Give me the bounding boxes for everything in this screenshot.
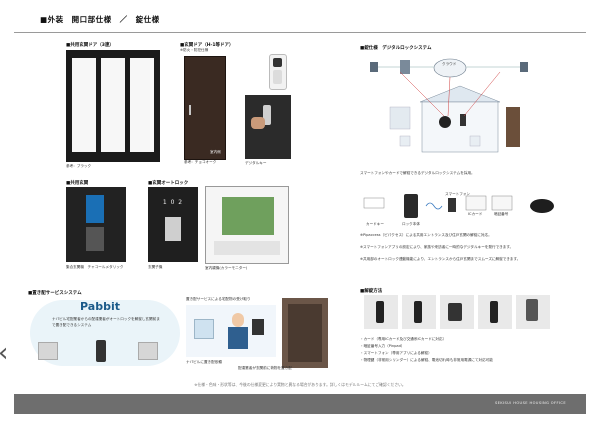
lock-system-label: ■錠仕様 デジタルロックシステム <box>360 46 432 51</box>
monitor-image <box>205 186 289 264</box>
lock-note-1: ※Pipaccess（ピパクセス）による共用エントランス及び住戸玄関の解錠に対応… <box>360 233 492 237</box>
unlock-photo-card <box>364 295 398 329</box>
intercom-caption: 集合玄関機 チャコールメタリック <box>66 265 124 269</box>
key-pin: 暗証番号 <box>494 212 509 216</box>
entrance-door-image <box>66 50 160 162</box>
monitor-caption: 室内親機(カラーモニター) <box>205 266 248 270</box>
delivery-caption-left: ナバビルに置き配依頼 <box>186 360 222 364</box>
cloud-label: クラウド <box>442 62 457 66</box>
unit-door-sublabel: ※防火・防犯仕様 <box>180 48 209 52</box>
unlock-bullet-4: ・物理鍵（非常用シリンダー）による解錠、電池切れ時も非常用電源にて対応可能 <box>360 358 493 362</box>
auto-lock-caption: 玄関子機 <box>148 265 163 269</box>
title-divider <box>14 32 586 33</box>
entrance-door-caption: 参考：ブラック <box>66 164 92 168</box>
unlock-photo-smartphone <box>516 295 550 329</box>
smart-lock-hand-photo <box>245 95 291 159</box>
delivery-phone-icon <box>96 340 106 362</box>
delivery-photo-left <box>38 342 58 360</box>
unlock-bullet-2: ・暗証番号入力（Pinpad） <box>360 344 405 348</box>
smart-lock-caption: デジタルキー <box>245 161 267 165</box>
pabbit-logo: Pabbit <box>80 300 120 313</box>
delivery-door-photo <box>282 298 328 368</box>
unlock-photo-key <box>478 295 512 329</box>
door-icon <box>506 107 520 147</box>
unlock-methods-label: ■解錠方法 <box>360 289 383 294</box>
intercom-label: ■共用玄関 <box>66 181 89 186</box>
unlock-photo-pin <box>402 295 436 329</box>
unlock-bullet-3: ・スマートフォン（専用アプリによる解錠） <box>360 351 432 355</box>
wireless-icon <box>425 202 443 210</box>
unit-door-caption: 参考：チョコオーク <box>184 160 217 164</box>
smartphone-icon <box>448 198 456 212</box>
unlock-photo-phone <box>440 295 474 329</box>
lock-system-diagram <box>370 58 528 153</box>
house-body <box>421 101 499 153</box>
smart-lock-device <box>269 54 287 90</box>
lock-device-icon <box>439 116 451 128</box>
lock-note-2: ※スマートフォンアプリの設定により、家族や来訪者に一時的なデジタルキーを発行でき… <box>360 245 514 249</box>
unlock-bullet-1: ・カード（専用ICカード及び交通系ICカードに対応） <box>360 337 447 341</box>
delivery-right-title: 置き配サービスによる宅配物の受け取り <box>186 297 251 301</box>
delivery-caption-right: 配達業者が玄関前に荷物を置き配 <box>238 366 292 370</box>
auto-lock-label: ■玄関オートロック <box>148 181 189 186</box>
lock-device-photo <box>404 194 418 218</box>
user-icon <box>370 62 378 72</box>
lock-note-3: ※共用部のオートロック連動機能により、エントランスから住戸玄関までスムーズに解錠… <box>360 257 521 261</box>
prev-page-button[interactable]: ‹ <box>0 340 8 366</box>
unit-door-side-caption: 室内側 <box>210 150 221 154</box>
key-card-label: カードキー <box>366 222 384 226</box>
unit-door-image <box>184 56 226 160</box>
page-title: ■外装 開口部仕様 ／ 錠仕様 <box>40 15 160 24</box>
key-smartphone: スマートフォン <box>445 192 471 196</box>
key-methods-diagram <box>363 194 554 218</box>
entrance-door-label: ■共用玄関ドア（3連） <box>66 43 114 48</box>
auto-lock-panel: 1 0 2 <box>148 187 198 262</box>
delivery-tagline: ナバビル宅配業者からの配達業者がオートロックを解錠し玄関前まで置き配できるシステ… <box>52 317 160 327</box>
user-icon-right <box>520 62 528 72</box>
server-icon <box>400 60 410 74</box>
device-label: ロック本体 <box>402 222 420 226</box>
delivery-illustration <box>186 305 276 357</box>
footer-band: SEKISUI HOUSE HOUSING OFFICE <box>14 394 586 414</box>
key-ic-card: ICカード <box>468 212 483 216</box>
unit-door-label: ■玄関ドア（H-1等ドア） <box>180 43 234 48</box>
delivery-photo-right <box>138 342 158 360</box>
house-roof <box>419 85 501 103</box>
delivery-label: ■置き配サービスシステム <box>28 291 82 296</box>
footer-note: ※仕様・色味・形状等は、今後の仕様変更により実物と異なる場合があります。詳しくは… <box>194 382 406 387</box>
intercom-panel <box>66 187 126 262</box>
card-reader-icon <box>530 199 554 213</box>
auto-lock-number: 1 0 2 <box>162 199 184 206</box>
lock-system-desc: スマートフォンやカードで解錠できるデジタルロックシステムを採用。 <box>360 171 475 175</box>
footer-brand: SEKISUI HOUSE HOUSING OFFICE <box>494 401 566 405</box>
